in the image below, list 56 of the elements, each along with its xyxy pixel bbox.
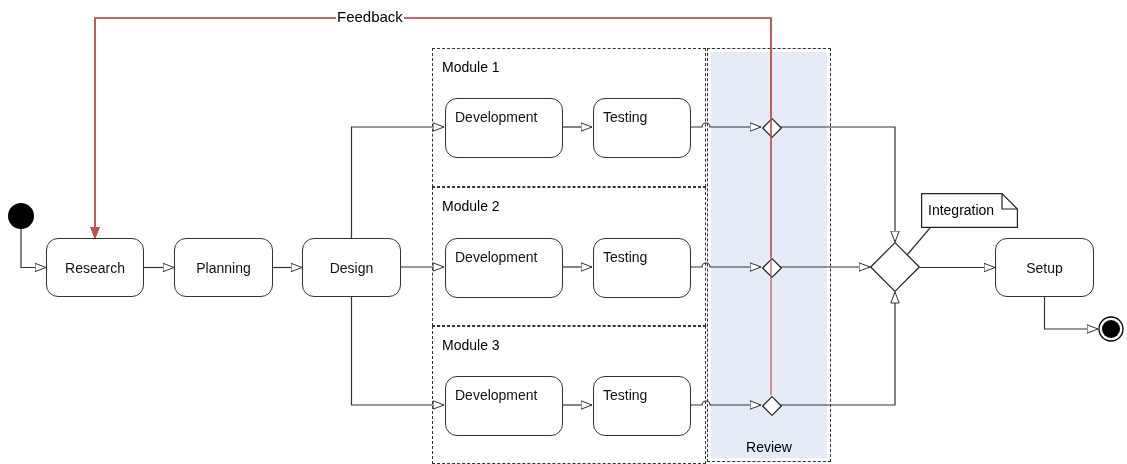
arrow bbox=[561, 400, 593, 410]
decision-diamond bbox=[762, 258, 782, 278]
arrow bbox=[780, 262, 871, 272]
partition-box bbox=[432, 187, 706, 326]
partition-label: Module 1 bbox=[442, 59, 500, 75]
action-label: Design bbox=[329, 259, 374, 276]
arrow bbox=[689, 400, 762, 410]
arrow bbox=[20, 228, 47, 273]
initial-node bbox=[8, 203, 34, 229]
action-label: Planning bbox=[196, 259, 251, 276]
action-box bbox=[593, 238, 691, 298]
arrow bbox=[400, 262, 445, 272]
action-label: Development bbox=[455, 249, 538, 265]
band-label: Review bbox=[745, 439, 793, 455]
partition-label: Module 2 bbox=[442, 198, 500, 214]
review-band bbox=[707, 48, 831, 462]
action-label: Testing bbox=[603, 109, 648, 125]
edge-label: Feedback bbox=[336, 8, 404, 25]
action-box bbox=[445, 238, 563, 298]
merge-diamond bbox=[870, 242, 920, 292]
decision-diamond bbox=[762, 396, 782, 416]
decision-diamond bbox=[762, 118, 782, 138]
action-box bbox=[46, 238, 144, 297]
action-box bbox=[995, 238, 1094, 297]
action-label: Development bbox=[455, 109, 538, 125]
action-label: Testing bbox=[603, 249, 648, 265]
arrow bbox=[350, 296, 445, 410]
action-label: Research bbox=[65, 259, 125, 276]
arrow bbox=[1043, 296, 1099, 334]
action-box bbox=[445, 376, 563, 436]
arrow bbox=[689, 262, 762, 272]
feedback-arrow bbox=[90, 17, 772, 396]
note-box bbox=[921, 193, 1018, 228]
arrow bbox=[689, 122, 762, 132]
partition-label: Module 3 bbox=[442, 337, 500, 353]
action-label: Testing bbox=[603, 387, 648, 403]
action-box bbox=[593, 376, 691, 436]
final-node bbox=[1098, 316, 1124, 342]
leader-line bbox=[906, 227, 931, 256]
arrow bbox=[561, 262, 593, 272]
action-label: Development bbox=[455, 387, 538, 403]
action-label: Setup bbox=[1026, 259, 1063, 276]
arrow bbox=[780, 126, 900, 243]
note-text: Integration bbox=[928, 202, 995, 218]
action-box bbox=[445, 98, 563, 158]
partition-box bbox=[432, 326, 706, 464]
arrow bbox=[350, 122, 445, 239]
arrow bbox=[272, 262, 303, 273]
arrow bbox=[919, 262, 996, 273]
action-box bbox=[302, 238, 401, 297]
arrow bbox=[143, 262, 175, 273]
partition-box bbox=[432, 48, 706, 187]
arrow bbox=[561, 122, 593, 132]
action-box bbox=[593, 98, 691, 158]
action-box bbox=[174, 238, 273, 297]
arrow bbox=[780, 291, 900, 406]
